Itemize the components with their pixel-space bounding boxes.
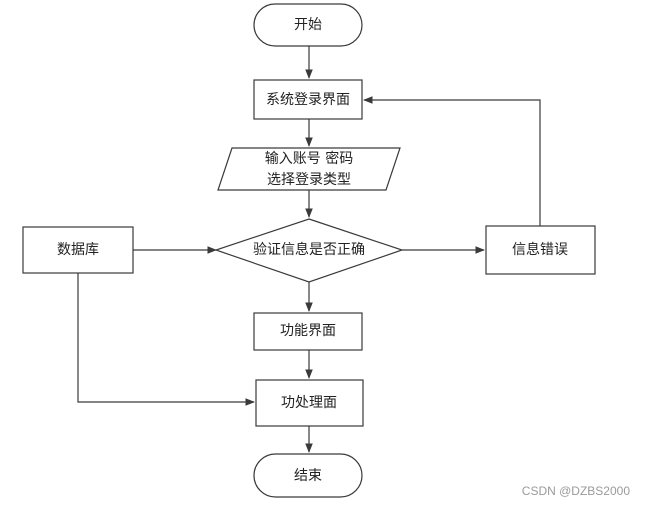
end-label: 结束 (294, 468, 322, 484)
input-label-line2: 选择登录类型 (267, 172, 351, 188)
error-node: 信息错误 (485, 225, 596, 275)
start-node: 开始 (253, 3, 363, 47)
watermark: CSDN @DZBS2000 (522, 484, 631, 498)
database-label: 数据库 (57, 242, 99, 258)
verify-node: 验证信息是否正确 (214, 218, 404, 283)
input-label-line1: 输入账号 密码 (265, 150, 353, 167)
process-node: 功处理面 (255, 379, 364, 427)
login-label: 系统登录界面 (266, 92, 350, 108)
error-label: 信息错误 (512, 241, 568, 258)
process-label: 功处理面 (281, 395, 337, 411)
input-node: 输入账号 密码 选择登录类型 (217, 147, 401, 191)
database-node: 数据库 (22, 226, 134, 274)
arrow-error-to-login (363, 96, 541, 226)
function-node: 功能界面 (253, 312, 363, 351)
verify-label: 验证信息是否正确 (253, 241, 365, 258)
connectors (77, 46, 541, 453)
start-label: 开始 (294, 17, 322, 33)
function-label: 功能界面 (280, 323, 336, 339)
arrow-database-to-process (77, 273, 255, 406)
end-node: 结束 (253, 453, 363, 498)
login-node: 系统登录界面 (253, 79, 363, 120)
